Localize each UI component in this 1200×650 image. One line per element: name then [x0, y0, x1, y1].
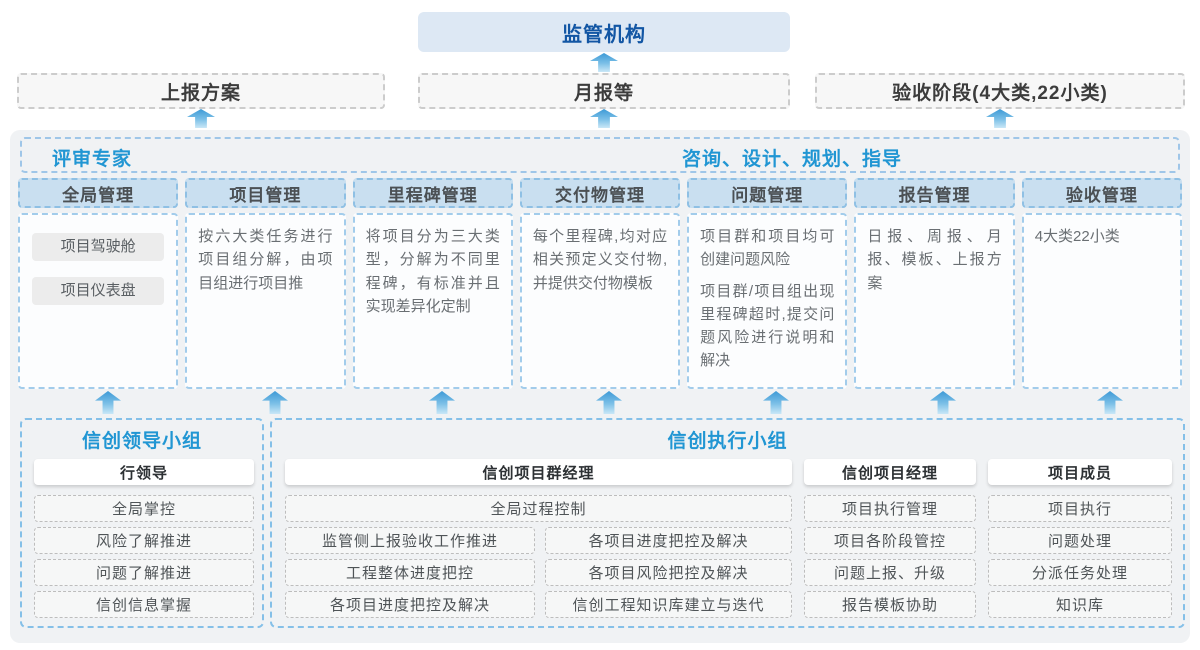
column-header: 问题管理: [687, 178, 848, 208]
management-columns: 全局管理 项目驾驶舱 项目仪表盘 项目管理 按六大类任务进行项目组分解，由项目组…: [18, 178, 1182, 389]
regulator-box: 监管机构: [418, 12, 790, 52]
program-manager-item: 工程整体进度把控: [285, 559, 535, 586]
project-manager-item: 项目执行管理: [804, 495, 976, 522]
up-arrow-icon: [763, 391, 789, 414]
project-member-item: 分派任务处理: [988, 559, 1172, 586]
column-text: 项目群和项目均可创建问题风险: [700, 228, 835, 269]
column-milestone-management: 里程碑管理 将项目分为三大类型，分解为不同里程碑，有标准并且实现差异化定制: [352, 178, 513, 389]
execution-team-title: 信创执行小组: [667, 431, 788, 452]
column-text: 项目群/项目组出现里程碑超时,提交问题风险进行说明和解决: [700, 282, 835, 370]
program-manager-item: 各项目进度把控及解决: [545, 527, 792, 554]
column-body: 项目驾驶舱 项目仪表盘: [18, 213, 179, 389]
project-member-item: 项目执行: [988, 495, 1172, 522]
column-issue-management: 问题管理 项目群和项目均可创建问题风险 项目群/项目组出现里程碑超时,提交问题风…: [687, 178, 848, 389]
column-body: 项目群和项目均可创建问题风险 项目群/项目组出现里程碑超时,提交问题风险进行说明…: [687, 213, 848, 389]
column-project-management: 项目管理 按六大类任务进行项目组分解，由项目组进行项目推: [185, 178, 346, 389]
column-title: 里程碑管理: [387, 185, 478, 205]
column-header: 项目管理: [185, 178, 346, 208]
project-dashboard-button: 项目仪表盘: [32, 277, 165, 305]
project-manager-item: 项目各阶段管控: [804, 527, 976, 554]
up-arrow-icon: [429, 391, 455, 414]
project-cockpit-button: 项目驾驶舱: [32, 233, 165, 261]
leadership-team-title: 信创领导小组: [81, 431, 202, 452]
column-title: 全局管理: [62, 185, 135, 205]
column-deliverable-management: 交付物管理 每个里程碑,均对应相关预定义交付物,并提供交付物模板: [519, 178, 681, 389]
review-experts-label: 评审专家: [52, 149, 133, 170]
channel-label: 验收阶段(4大类,22小类): [892, 82, 1108, 104]
channel-label: 上报方案: [160, 82, 241, 104]
column-title: 验收管理: [1065, 185, 1138, 205]
project-member-item: 知识库: [988, 591, 1172, 618]
column-title: 报告管理: [898, 185, 971, 205]
leader-item: 信创信息掌握: [34, 591, 254, 618]
column-title: 交付物管理: [554, 185, 645, 205]
execution-team-box: 信创执行小组 信创项目群经理 全局过程控制 监管侧上报验收工作推进 工程整体进度…: [270, 418, 1185, 628]
up-arrow-icon: [596, 391, 622, 414]
project-manager-item: 报告模板协助: [804, 591, 976, 618]
column-header: 里程碑管理: [352, 178, 513, 208]
leader-item: 风险了解推进: [34, 527, 254, 554]
column-body: 每个里程碑,均对应相关预定义交付物,并提供交付物模板: [519, 213, 681, 389]
project-member-role: 项目成员: [988, 459, 1172, 485]
channel-box-report-plan: 上报方案: [17, 73, 385, 109]
column-title: 问题管理: [731, 185, 804, 205]
column-title: 项目管理: [229, 185, 302, 205]
column-header: 报告管理: [854, 178, 1015, 208]
program-manager-item: 信创工程知识库建立与迭代: [545, 591, 792, 618]
channel-box-acceptance-phase: 验收阶段(4大类,22小类): [815, 73, 1185, 109]
program-manager-item: 全局过程控制: [285, 495, 792, 522]
up-arrow-icon: [930, 391, 956, 414]
column-body: 将项目分为三大类型，分解为不同里程碑，有标准并且实现差异化定制: [352, 213, 513, 389]
program-manager-item: 监管侧上报验收工作推进: [285, 527, 535, 554]
up-arrow-icon: [1097, 391, 1123, 414]
platform-container: 评审专家 咨询、设计、规划、指导 全局管理 项目驾驶舱 项目仪表盘 项目管理 按…: [10, 130, 1190, 643]
up-arrow-icon: [187, 109, 215, 128]
project-manager-item: 问题上报、升级: [804, 559, 976, 586]
column-header: 全局管理: [18, 178, 179, 208]
column-report-management: 报告管理 日报、周报、月报、模板、上报方案: [854, 178, 1015, 389]
consulting-label: 咨询、设计、规划、指导: [682, 149, 903, 170]
channel-label: 月报等: [573, 82, 634, 104]
program-manager-role: 信创项目群经理: [285, 459, 792, 485]
column-header: 验收管理: [1021, 178, 1182, 208]
leader-item: 全局掌控: [34, 495, 254, 522]
leadership-team-box: 信创领导小组 行领导 全局掌控 风险了解推进 问题了解推进 信创信息掌握: [20, 418, 264, 628]
column-text: 日报、周报、月报、模板、上报方案: [867, 228, 1002, 292]
leader-item: 问题了解推进: [34, 559, 254, 586]
up-arrow-icon: [95, 391, 121, 414]
experts-band: 评审专家 咨询、设计、规划、指导: [20, 137, 1180, 173]
up-arrow-icon: [986, 109, 1014, 128]
program-manager-item: 各项目风险把控及解决: [545, 559, 792, 586]
column-text: 将项目分为三大类型，分解为不同里程碑，有标准并且实现差异化定制: [365, 228, 500, 315]
column-acceptance-management: 验收管理 4大类22小类: [1021, 178, 1182, 389]
column-text: 每个里程碑,均对应相关预定义交付物,并提供交付物模板: [532, 228, 668, 292]
up-arrow-icon: [590, 53, 618, 72]
up-arrow-icon: [262, 391, 288, 414]
column-body: 按六大类任务进行项目组分解，由项目组进行项目推: [185, 213, 346, 389]
column-global-management: 全局管理 项目驾驶舱 项目仪表盘: [18, 178, 179, 389]
regulator-label: 监管机构: [562, 23, 646, 46]
column-text: 4大类22小类: [1034, 228, 1120, 245]
column-body: 4大类22小类: [1021, 213, 1182, 389]
bank-leader-role: 行领导: [34, 459, 254, 485]
channel-box-monthly-report: 月报等: [418, 73, 790, 109]
project-manager-role: 信创项目经理: [804, 459, 976, 485]
column-header: 交付物管理: [519, 178, 681, 208]
column-body: 日报、周报、月报、模板、上报方案: [854, 213, 1015, 389]
project-member-item: 问题处理: [988, 527, 1172, 554]
up-arrow-icon: [590, 109, 618, 128]
program-manager-item: 各项目进度把控及解决: [285, 591, 535, 618]
column-text: 按六大类任务进行项目组分解，由项目组进行项目推: [198, 228, 333, 292]
